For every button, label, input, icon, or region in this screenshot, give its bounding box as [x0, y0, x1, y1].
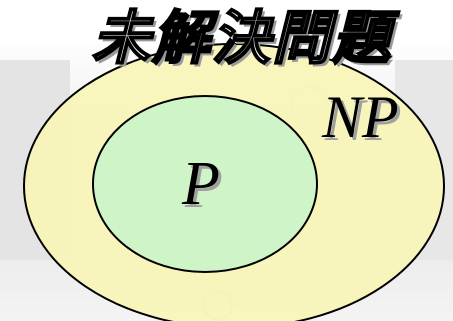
np-set-label: NP	[322, 84, 399, 150]
p-set-label: P	[182, 150, 220, 218]
p-set-ellipse	[92, 95, 318, 273]
diagram-title: 未解決問題	[91, 3, 393, 73]
